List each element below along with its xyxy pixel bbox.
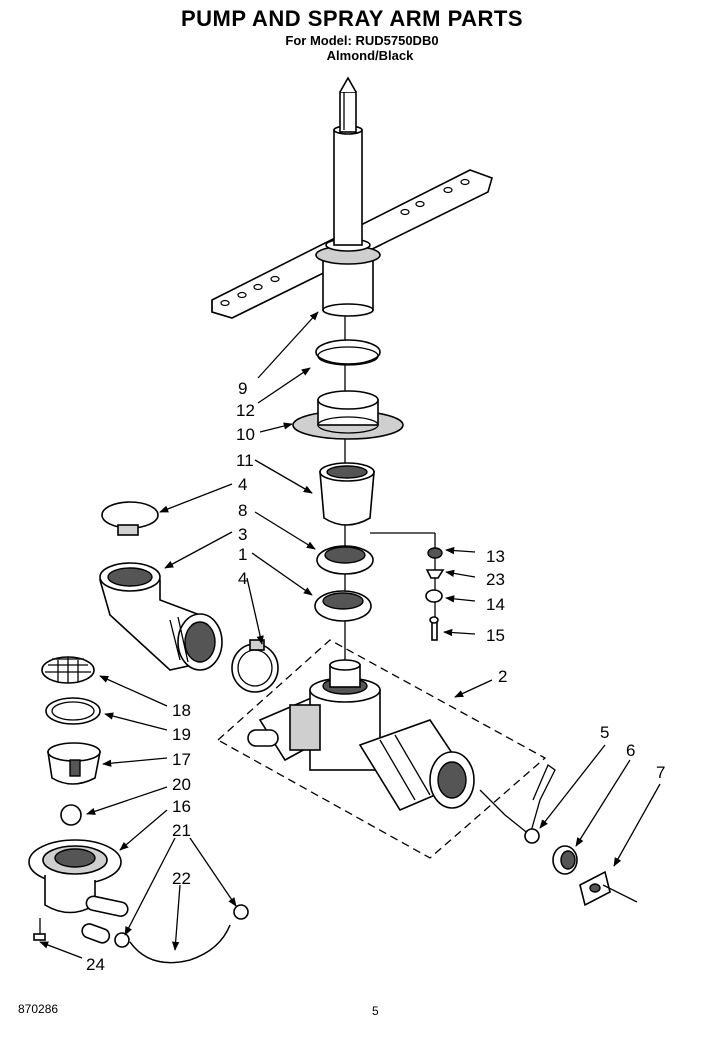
clip-part-5: [479, 764, 556, 844]
spray-arm-part: [211, 76, 493, 319]
callout-3: 3: [238, 525, 247, 544]
callout-20: 20: [172, 775, 191, 794]
callout-17: 17: [172, 750, 191, 769]
callout-numbers: 9 12 10 11 4 8 3 1 4 13 23 14 15 2 18 19…: [86, 379, 665, 974]
clamp-part-4-lower: [231, 639, 279, 693]
ball-part-20: [60, 804, 82, 826]
color-line: Almond/Black: [326, 48, 414, 63]
hose-part-3: [98, 562, 223, 671]
clamp-part-21: [114, 904, 249, 948]
callout-8: 8: [238, 501, 247, 520]
callout-18: 18: [172, 701, 191, 720]
ring-part-12: [315, 339, 381, 366]
callout-4-lower: 4: [238, 569, 247, 588]
clamp-part-4-top: [101, 501, 159, 536]
callout-12: 12: [236, 401, 255, 420]
callout-22: 22: [172, 869, 191, 888]
leader-lines: [39, 311, 661, 959]
screw-part-24: [33, 918, 46, 941]
callout-23: 23: [486, 570, 505, 589]
document-number: 870286: [18, 1002, 59, 1016]
sump-part-16: [28, 839, 129, 944]
filter-screen-part-18: [41, 656, 95, 684]
page-title: PUMP AND SPRAY ARM PARTS: [180, 6, 524, 31]
callout-10: 10: [236, 425, 255, 444]
strainer-part-17: [47, 742, 101, 785]
seal-part-1: [314, 590, 372, 622]
callout-11: 11: [236, 451, 254, 470]
callout-15: 15: [486, 626, 505, 645]
callout-7: 7: [656, 763, 665, 782]
flange-part-10: [292, 390, 404, 440]
callout-16: 16: [172, 797, 191, 816]
callout-21: 21: [172, 821, 191, 840]
callout-1: 1: [238, 545, 247, 564]
callout-13: 13: [486, 547, 505, 566]
callout-14: 14: [486, 595, 505, 614]
nut-part-6: [552, 845, 578, 875]
seal-ring-part-19: [45, 697, 101, 725]
callout-5: 5: [600, 723, 609, 742]
callout-6: 6: [626, 741, 635, 760]
hose-part-22: [129, 924, 231, 964]
callout-24: 24: [86, 955, 105, 974]
callout-4-top: 4: [238, 475, 247, 494]
pump-motor-part-2: [216, 639, 547, 859]
model-line: For Model: RUD5750DB0: [285, 33, 439, 48]
gasket-part-7: [579, 870, 611, 907]
seal-part-8: [316, 545, 374, 575]
callout-19: 19: [172, 725, 191, 744]
cup-part-11: [319, 462, 375, 526]
small-hardware-parts: [370, 532, 445, 641]
callout-2: 2: [498, 667, 507, 686]
page-number: 5: [372, 1004, 379, 1018]
callout-9: 9: [238, 379, 247, 398]
